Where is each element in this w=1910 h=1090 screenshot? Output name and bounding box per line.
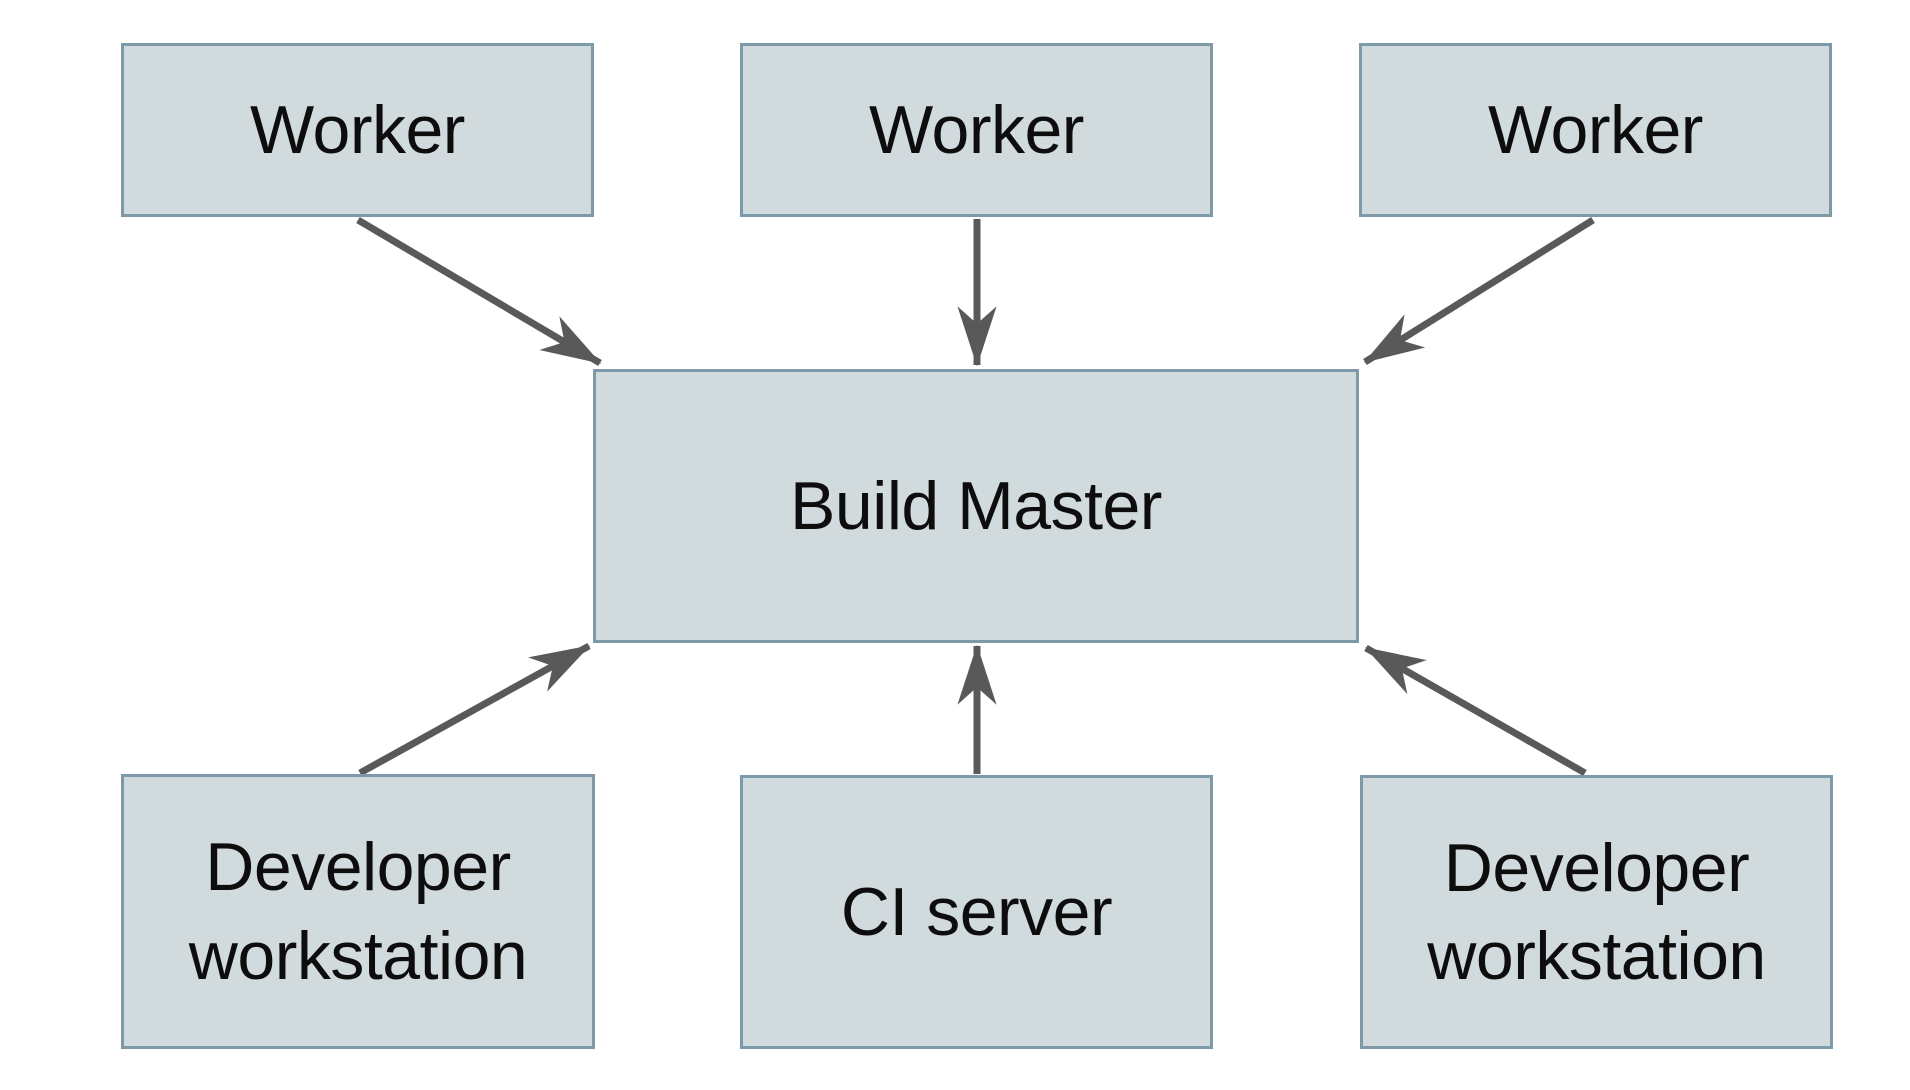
node-label-worker-2: Worker: [869, 91, 1084, 168]
arrow-worker-3-to-build-master: [1363, 217, 1595, 365]
node-label-developer-workstation-right: Developer workstation: [1427, 829, 1766, 994]
node-label-developer-workstation-left: Developer workstation: [188, 829, 528, 994]
node-developer-workstation-left: Developer workstation: [121, 774, 595, 1049]
node-build-master: Build Master: [593, 369, 1359, 643]
node-worker-2: Worker: [740, 43, 1213, 217]
arrow-worker-1-to-build-master: [356, 216, 602, 367]
arrow-developer-workstation-left-to-build-master: [358, 642, 591, 777]
node-label-ci-server: CI server: [840, 873, 1113, 950]
node-label-worker-1: Worker: [250, 91, 465, 168]
node-worker-1: Worker: [121, 43, 594, 217]
node-label-worker-3: Worker: [1488, 91, 1703, 168]
node-ci-server: CI server: [740, 775, 1213, 1049]
node-developer-workstation-right: Developer workstation: [1360, 775, 1833, 1049]
node-worker-3: Worker: [1359, 43, 1832, 217]
node-label-build-master: Build Master: [790, 467, 1162, 544]
arrow-developer-workstation-right-to-build-master: [1364, 644, 1587, 777]
